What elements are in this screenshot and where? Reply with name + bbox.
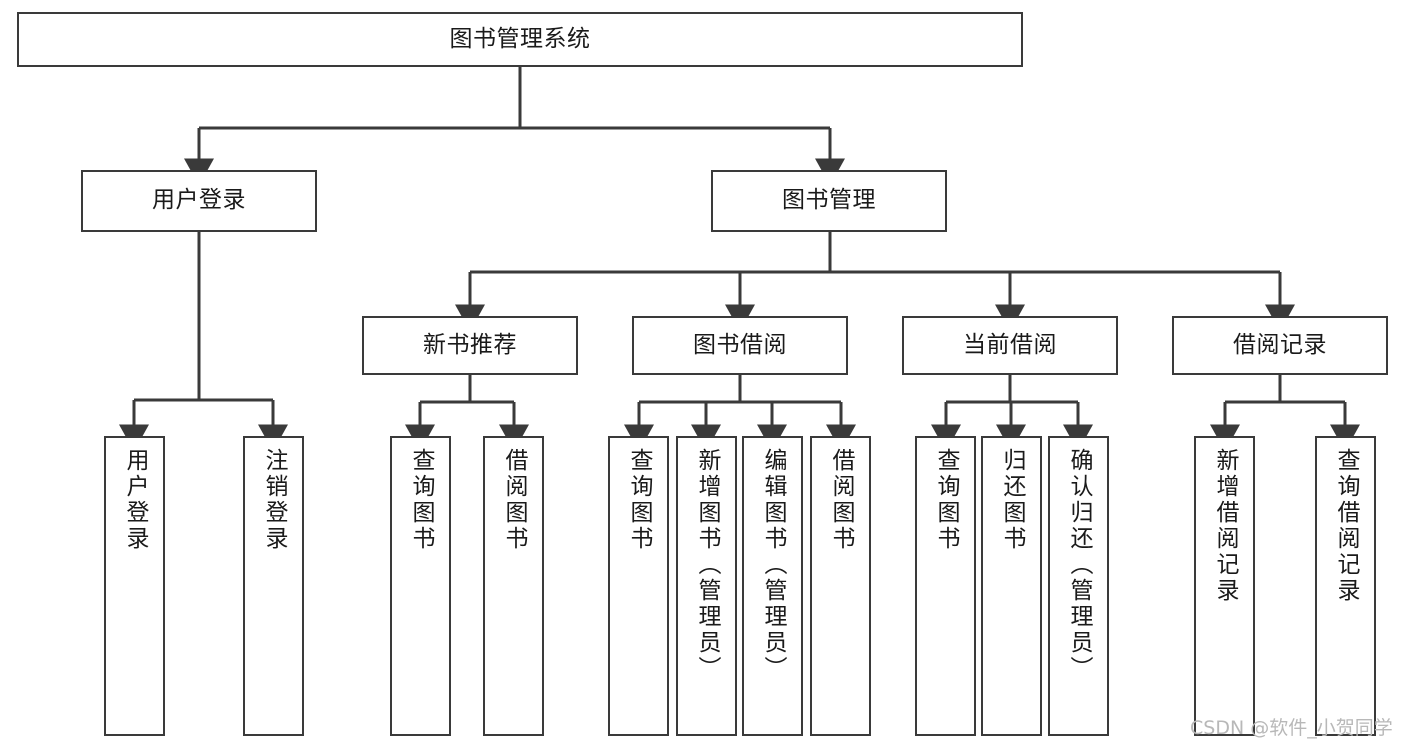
node-current-borrow[interactable]: 当前借阅 xyxy=(902,316,1118,375)
node-leaf-query-record[interactable]: 查询借阅记录 xyxy=(1315,436,1376,736)
node-leaf-query-book-1-label: 查询图书 xyxy=(408,448,434,552)
node-leaf-borrow-book-2[interactable]: 借阅图书 xyxy=(810,436,871,736)
node-user-login-label: 用户登录 xyxy=(152,187,246,214)
node-leaf-add-book[interactable]: 新增图书（管理员） xyxy=(676,436,737,736)
node-borrow-record[interactable]: 借阅记录 xyxy=(1172,316,1388,375)
node-leaf-add-book-label: 新增图书（管理员） xyxy=(694,448,720,682)
node-leaf-borrow-book-1-label: 借阅图书 xyxy=(501,448,527,552)
node-leaf-borrow-book-1[interactable]: 借阅图书 xyxy=(483,436,544,736)
node-leaf-query-book-3-label: 查询图书 xyxy=(933,448,959,552)
node-leaf-query-book-1[interactable]: 查询图书 xyxy=(390,436,451,736)
node-leaf-logout-login-label: 注销登录 xyxy=(261,448,287,552)
node-user-login[interactable]: 用户登录 xyxy=(81,170,317,232)
node-new-book-recommend-label: 新书推荐 xyxy=(423,331,517,358)
node-leaf-confirm-return-label: 确认归还（管理员） xyxy=(1066,448,1092,682)
node-leaf-add-record-label: 新增借阅记录 xyxy=(1212,448,1238,604)
node-leaf-return-book[interactable]: 归还图书 xyxy=(981,436,1042,736)
node-leaf-edit-book-label: 编辑图书（管理员） xyxy=(760,448,786,682)
node-leaf-return-book-label: 归还图书 xyxy=(999,448,1025,552)
node-root[interactable]: 图书管理系统 xyxy=(17,12,1023,67)
node-current-borrow-label: 当前借阅 xyxy=(963,331,1057,358)
node-leaf-borrow-book-2-label: 借阅图书 xyxy=(828,448,854,552)
node-leaf-user-login[interactable]: 用户登录 xyxy=(104,436,165,736)
node-leaf-query-book-2[interactable]: 查询图书 xyxy=(608,436,669,736)
node-leaf-add-record[interactable]: 新增借阅记录 xyxy=(1194,436,1255,736)
node-borrow-record-label: 借阅记录 xyxy=(1233,331,1327,358)
node-book-manage-label: 图书管理 xyxy=(782,187,876,214)
node-leaf-query-record-label: 查询借阅记录 xyxy=(1333,448,1359,604)
node-book-borrow-label: 图书借阅 xyxy=(693,331,787,358)
node-book-borrow[interactable]: 图书借阅 xyxy=(632,316,848,375)
node-new-book-recommend[interactable]: 新书推荐 xyxy=(362,316,578,375)
node-root-label: 图书管理系统 xyxy=(449,25,591,52)
node-leaf-edit-book[interactable]: 编辑图书（管理员） xyxy=(742,436,803,736)
node-leaf-query-book-2-label: 查询图书 xyxy=(626,448,652,552)
node-leaf-user-login-label: 用户登录 xyxy=(122,448,148,552)
csdn-watermark: CSDN @软件_小贺同学 xyxy=(1190,717,1393,739)
node-book-manage[interactable]: 图书管理 xyxy=(711,170,947,232)
node-leaf-logout-login[interactable]: 注销登录 xyxy=(243,436,304,736)
node-leaf-confirm-return[interactable]: 确认归还（管理员） xyxy=(1048,436,1109,736)
node-leaf-query-book-3[interactable]: 查询图书 xyxy=(915,436,976,736)
